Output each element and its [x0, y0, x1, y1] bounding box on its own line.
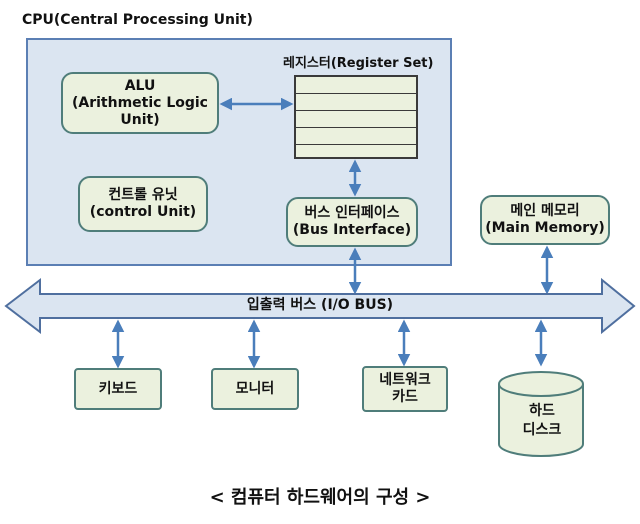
hard-disk-icon	[498, 371, 584, 457]
alu-label-line2: (Arithmetic Logic	[71, 94, 208, 111]
control-unit-label-line2: (control Unit)	[89, 204, 197, 220]
alu-label: ALU	[124, 77, 156, 94]
hard-disk-label-line2: 디스크	[522, 422, 562, 438]
bus-interface-box: 버스 인터페이스 (Bus Interface)	[286, 197, 418, 247]
control-unit-label: 컨트롤 유닛	[108, 187, 178, 203]
register-cell	[296, 77, 416, 94]
register-set-title: 레지스터(Register Set)	[283, 56, 434, 71]
register-cell	[296, 128, 416, 145]
network-card-box: 네트워크 카드	[362, 366, 448, 412]
register-cell	[296, 94, 416, 111]
main-memory-box: 메인 메모리 (Main Memory)	[480, 195, 610, 245]
figure-caption: < 컴퓨터 하드웨어의 구성 >	[209, 487, 431, 508]
alu-label-line3: Unit)	[120, 111, 160, 128]
io-bus-arrow	[4, 277, 636, 335]
alu-box: ALU (Arithmetic Logic Unit)	[61, 72, 219, 134]
monitor-box: 모니터	[211, 368, 299, 410]
monitor-label: 모니터	[235, 380, 275, 397]
hard-disk-label: 하드 디스크	[500, 402, 584, 440]
bus-interface-label: 버스 인터페이스	[304, 205, 400, 221]
register-cell	[296, 111, 416, 128]
keyboard-box: 키보드	[74, 368, 162, 410]
control-unit-box: 컨트롤 유닛 (control Unit)	[78, 176, 208, 232]
bus-interface-label-line2: (Bus Interface)	[292, 222, 412, 238]
main-memory-label: 메인 메모리	[510, 203, 580, 219]
network-card-label-line2: 카드	[392, 389, 418, 405]
network-card-label: 네트워크	[379, 372, 431, 388]
register-set	[294, 75, 418, 159]
main-memory-label-line2: (Main Memory)	[485, 220, 605, 236]
cpu-title: CPU(Central Processing Unit)	[22, 12, 253, 28]
io-bus-label: 입출력 버스 (I/O BUS)	[246, 297, 394, 313]
keyboard-label: 키보드	[98, 380, 138, 397]
hard-disk-label-line1: 하드	[529, 403, 555, 419]
